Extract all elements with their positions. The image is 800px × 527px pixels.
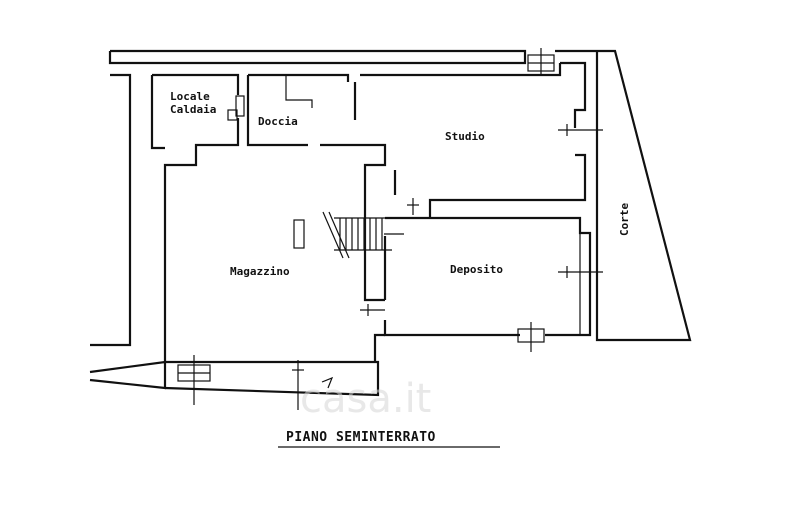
site-boundary <box>89 49 692 397</box>
watermark-casa-it: casa.it <box>300 376 431 422</box>
building-walls <box>150 61 592 362</box>
windows <box>177 48 555 405</box>
label-magazzino: Magazzino <box>230 265 290 278</box>
drawing-title: PIANO SEMINTERRATO <box>286 430 436 445</box>
label-caldaia: Caldaia <box>170 103 216 116</box>
label-locale: Locale <box>170 90 210 103</box>
label-studio: Studio <box>445 130 485 143</box>
staircase <box>293 211 404 259</box>
label-deposito: Deposito <box>450 263 503 276</box>
door-arrows <box>292 124 603 410</box>
label-doccia: Doccia <box>258 115 298 128</box>
label-corte: Corte <box>618 203 631 236</box>
